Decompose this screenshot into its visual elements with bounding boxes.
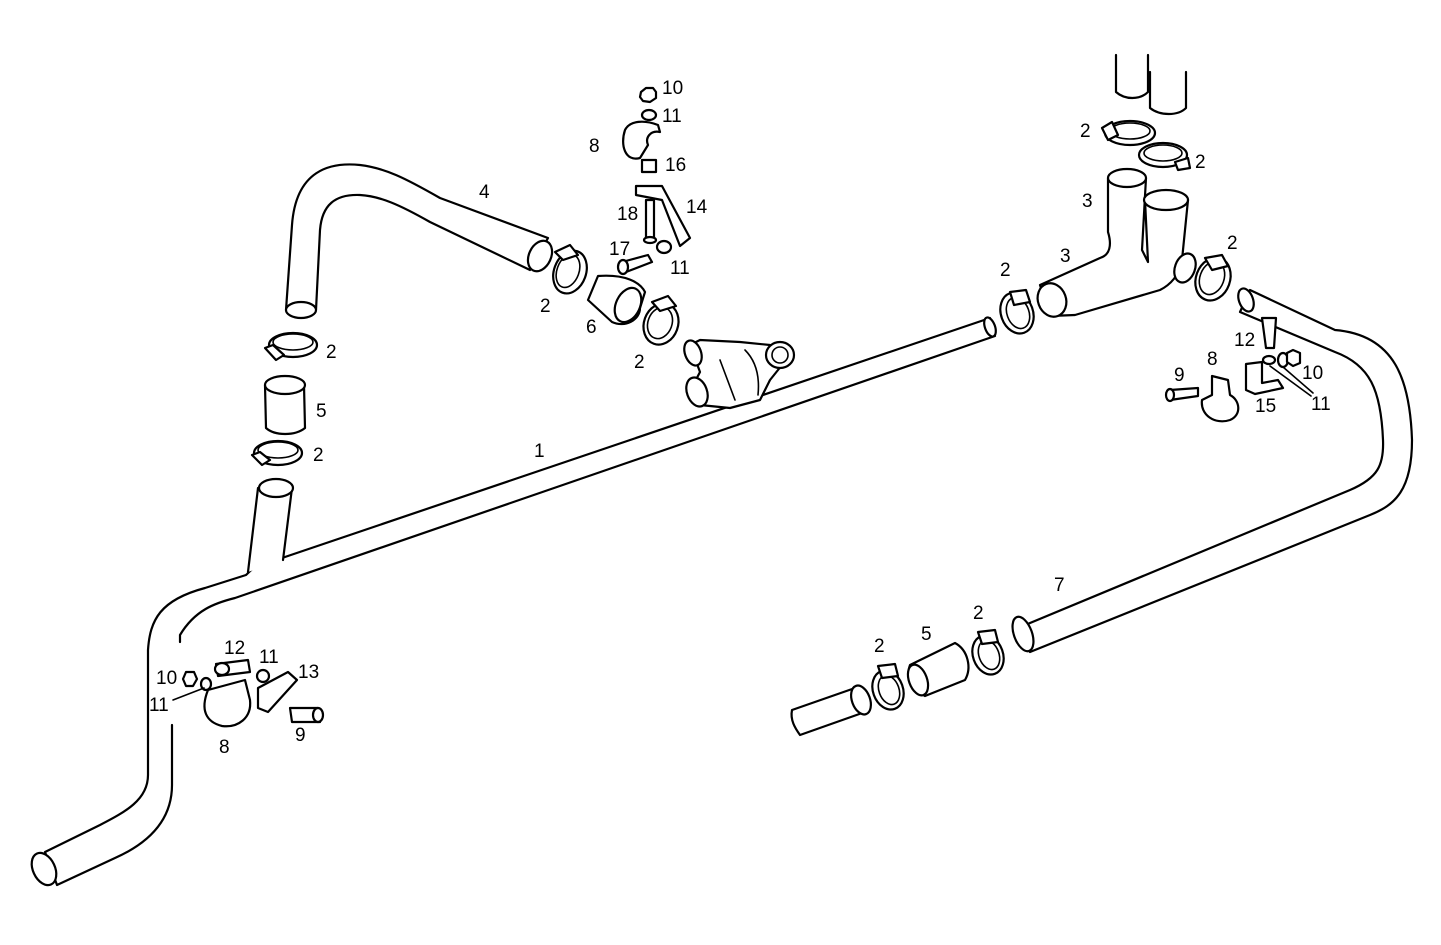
label-part-12: 12 [224,638,245,659]
label-part-2: 2 [1000,260,1011,281]
bracket-hardware-left [181,658,325,728]
lower-pipe-stub [790,684,872,737]
thermostat-housing [683,338,796,410]
clamp-2-y-left [999,288,1035,335]
leader-lines [172,365,1314,701]
label-part-16: 16 [665,155,686,176]
label-part-10: 10 [1302,363,1323,384]
label-part-3: 3 [1082,191,1093,212]
main-pipe [30,316,997,887]
label-part-11: 11 [259,647,279,668]
label-part-2: 2 [874,636,885,657]
bracket-hardware-top [616,86,692,276]
label-part-10: 10 [156,668,177,689]
label-part-8: 8 [589,136,600,157]
label-part-9: 9 [295,725,306,746]
y-pipe-3 [1036,167,1197,318]
clamp-2-y-top-left [1100,119,1157,147]
sleeve-5-left [263,374,307,436]
clamp-2-y-right [1194,253,1232,302]
clamp-2-y-top-right [1137,141,1192,172]
label-part-11: 11 [149,695,169,716]
label-part-11: 11 [1311,394,1331,415]
label-part-8: 8 [219,737,230,758]
curved-pipe-4 [284,163,554,320]
label-part-9: 9 [1174,365,1185,386]
clamp-2-left-lower [250,439,304,467]
label-part-6: 6 [586,317,597,338]
branch-pipe [246,477,295,574]
label-part-11: 11 [662,106,682,127]
label-part-18: 18 [617,204,638,225]
label-part-12: 12 [1234,330,1255,351]
label-part-10: 10 [662,78,683,99]
sleeve-5-lower [906,641,970,698]
label-part-2: 2 [634,352,645,373]
clamp-2-lower-right [971,628,1005,676]
label-part-5: 5 [316,401,327,422]
label-part-8: 8 [1207,349,1218,370]
label-part-15: 15 [1255,396,1276,417]
clamp-2-left-upper [263,331,319,362]
label-part-2: 2 [1227,233,1238,254]
label-part-5: 5 [921,624,932,645]
label-part-4: 4 [479,182,490,203]
label-part-1: 1 [534,441,545,462]
label-part-17: 17 [609,239,630,260]
label-part-7: 7 [1054,575,1065,596]
label-part-2: 2 [1080,121,1091,142]
label-part-3: 3 [1060,246,1071,267]
label-part-2: 2 [973,603,984,624]
part-labels: 1 4 2 5 2 2 6 2 10 11 8 16 18 14 17 11 2… [149,78,1331,758]
label-part-14: 14 [686,197,708,218]
label-part-2: 2 [313,445,324,466]
label-part-13: 13 [298,662,319,683]
clamp-2-thermostat [642,294,680,346]
label-part-2: 2 [1195,152,1206,173]
label-part-2: 2 [326,342,337,363]
clamp-2-upper-middle [552,243,588,295]
label-part-2: 2 [540,296,551,317]
bracket-hardware-right [1164,316,1302,423]
label-part-11: 11 [670,258,690,279]
right-pipe [1011,287,1414,654]
clamp-2-lower-left [871,662,905,711]
top-stub-pipes [1114,53,1188,116]
sleeve-6 [586,274,647,326]
